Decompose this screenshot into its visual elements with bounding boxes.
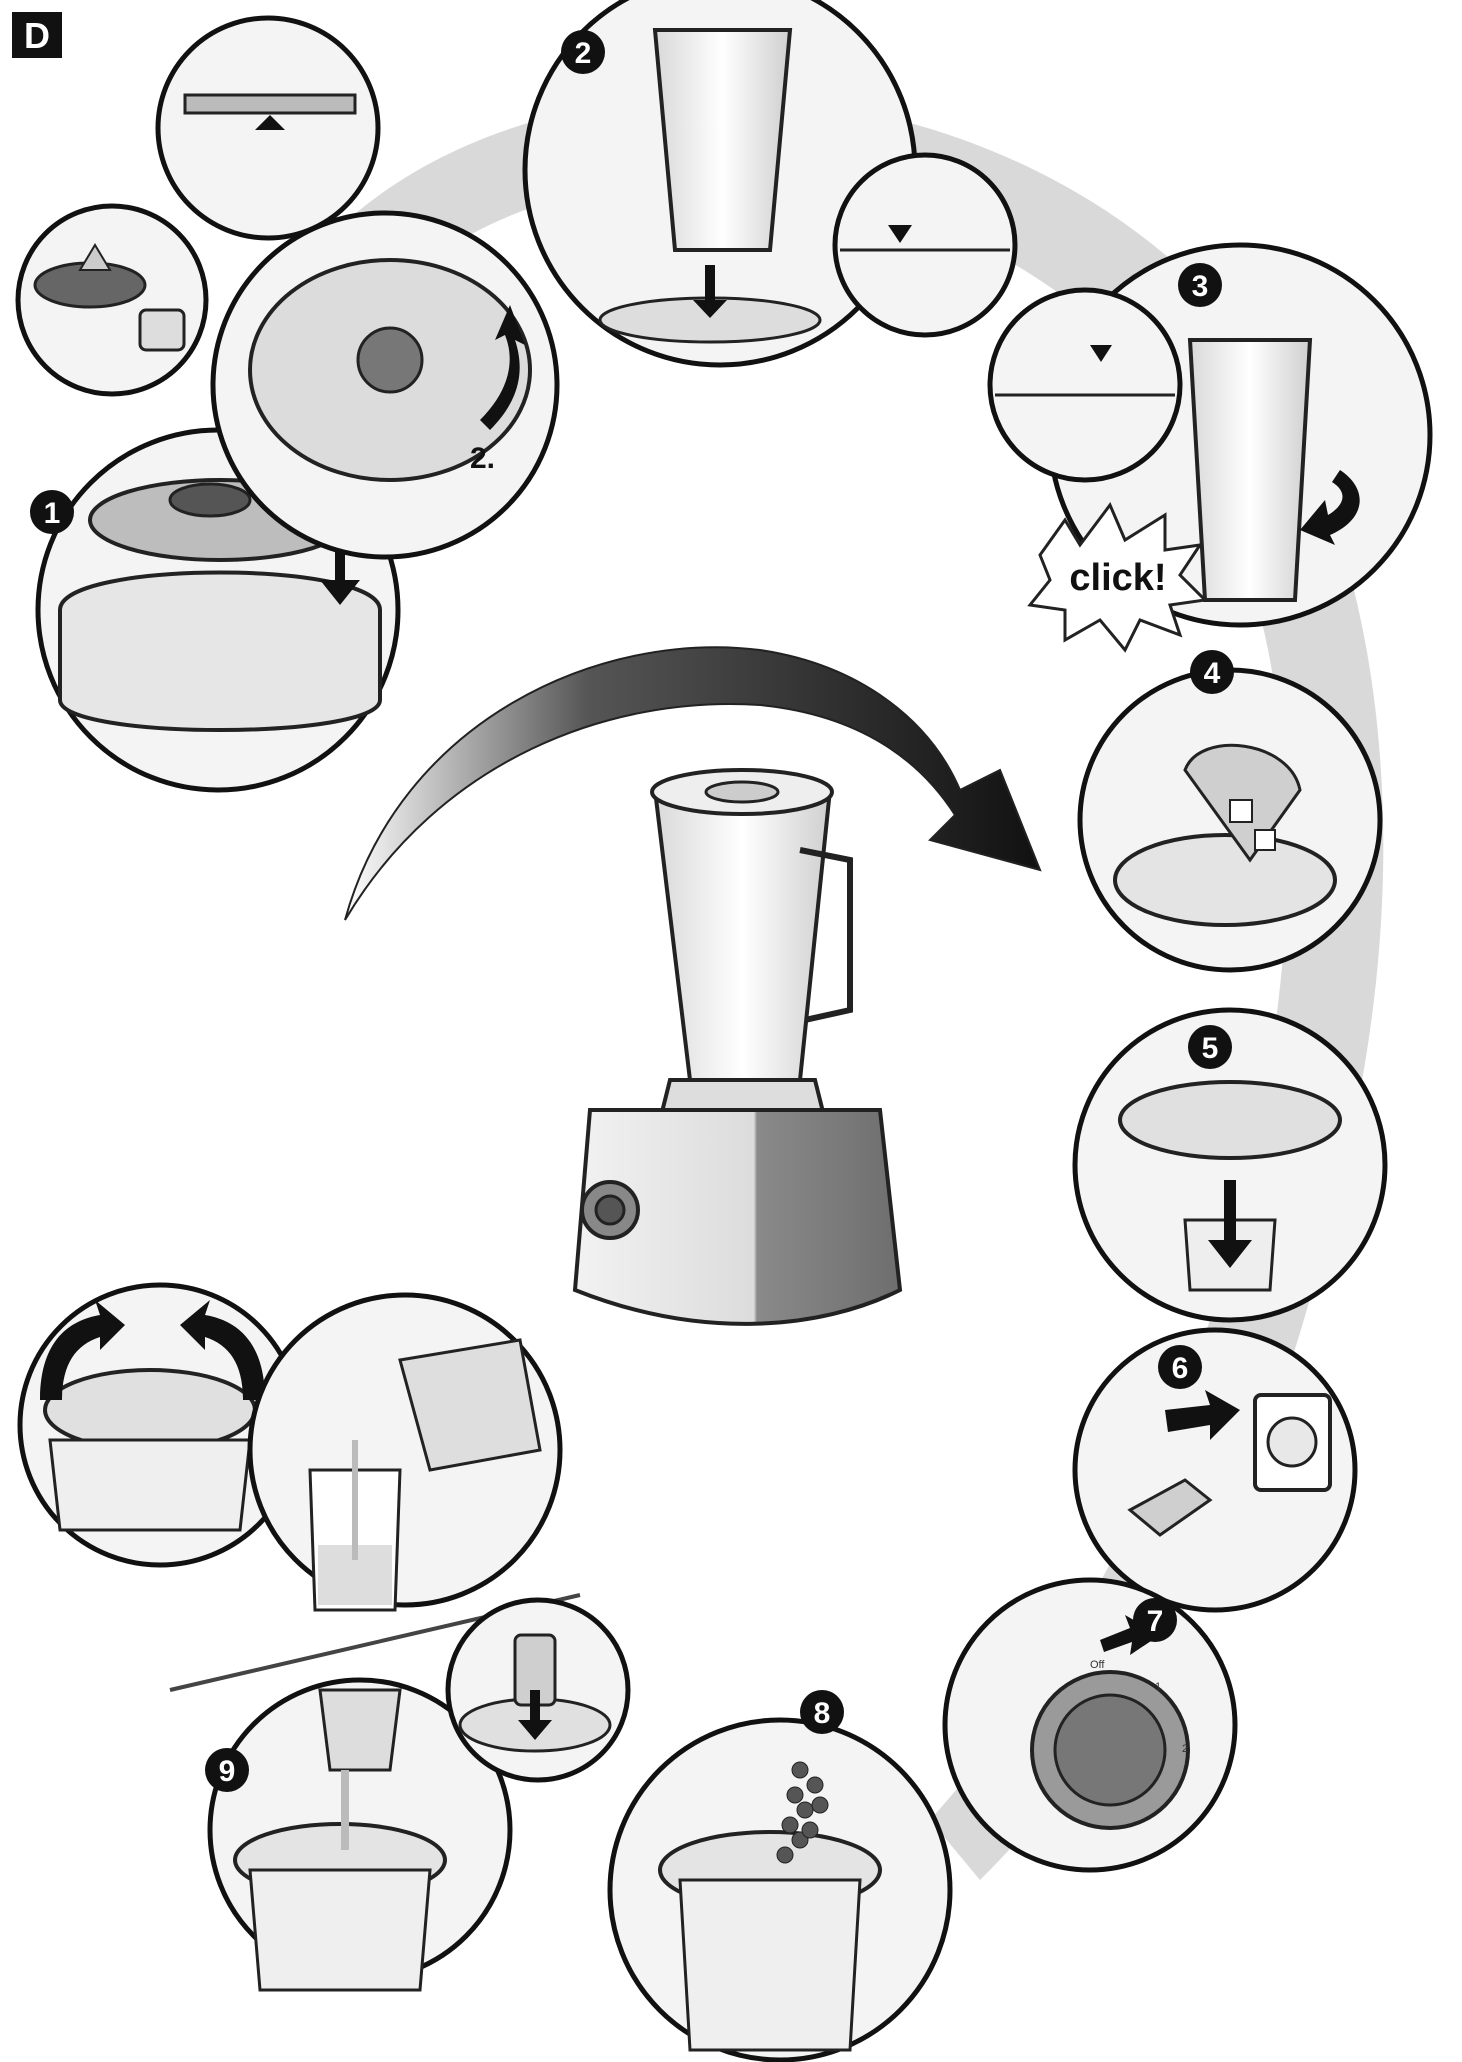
rotate-arrow-icon bbox=[40, 1300, 125, 1400]
step-1-badge bbox=[30, 490, 74, 534]
step-5-panel: 5 bbox=[1072, 1007, 1388, 1323]
rotate-arrow-icon bbox=[1300, 470, 1360, 545]
step-1-number: 1 bbox=[44, 497, 61, 530]
dial-label-off: Off bbox=[1090, 1659, 1105, 1671]
step-4-badge bbox=[1190, 650, 1234, 694]
step-2-lock-label: 2. bbox=[470, 442, 495, 475]
down-arrow-icon bbox=[320, 515, 360, 605]
step-8-number: 8 bbox=[814, 1697, 831, 1730]
rotate-lock-panel: 2. bbox=[210, 210, 560, 560]
curved-arrow-icon bbox=[344, 646, 1042, 921]
step-6-panel: 6 bbox=[1072, 1327, 1358, 1613]
rotate-arrow-icon bbox=[180, 1300, 265, 1400]
step-3-badge bbox=[1178, 263, 1222, 307]
dial-label-1: 1 bbox=[1155, 1681, 1161, 1693]
lock-detail-inset bbox=[155, 15, 381, 241]
step-9-number: 9 bbox=[219, 1755, 236, 1788]
pour-panel bbox=[247, 1292, 563, 1612]
step-3-detail-inset bbox=[987, 287, 1183, 483]
step-2-panel: 2 bbox=[522, 0, 918, 368]
step-8-panel: 8 bbox=[607, 1690, 953, 2062]
step-9-badge bbox=[205, 1748, 249, 1792]
dishwasher-safe-icon bbox=[138, 308, 186, 352]
step-7-badge bbox=[1133, 1598, 1177, 1642]
click-label: click! bbox=[1069, 557, 1166, 599]
step-6-badge bbox=[1158, 1345, 1202, 1389]
figure-badge: D bbox=[12, 12, 62, 58]
step-4-panel: 4 bbox=[1077, 650, 1383, 973]
step-8-badge bbox=[800, 1690, 844, 1734]
step-5-number: 5 bbox=[1202, 1032, 1219, 1065]
step-2-badge bbox=[561, 30, 605, 74]
tamper-inset bbox=[445, 1597, 631, 1783]
down-arrow-icon bbox=[1208, 1180, 1252, 1268]
down-arrow-icon bbox=[693, 265, 727, 318]
step-2-number: 2 bbox=[575, 37, 592, 70]
power-plug-icon bbox=[1127, 1478, 1213, 1537]
step-6-number: 6 bbox=[1172, 1352, 1189, 1385]
step-2-detail-inset bbox=[832, 152, 1018, 338]
step-4-number: 4 bbox=[1204, 657, 1221, 690]
step-5-badge bbox=[1188, 1025, 1232, 1069]
step-7-panel: Off 1 2 7 bbox=[942, 1577, 1238, 1873]
figure-badge-label: D bbox=[24, 15, 50, 56]
step-3-number: 3 bbox=[1192, 270, 1209, 303]
click-burst bbox=[1027, 502, 1209, 653]
step-7-number: 7 bbox=[1147, 1605, 1164, 1638]
blade-inset bbox=[15, 203, 209, 397]
lid-remove-panel bbox=[17, 1282, 303, 1568]
blender-icon bbox=[572, 768, 903, 1326]
dial-label-2: 2 bbox=[1182, 1743, 1188, 1755]
rotate-arrow-icon bbox=[480, 305, 525, 430]
